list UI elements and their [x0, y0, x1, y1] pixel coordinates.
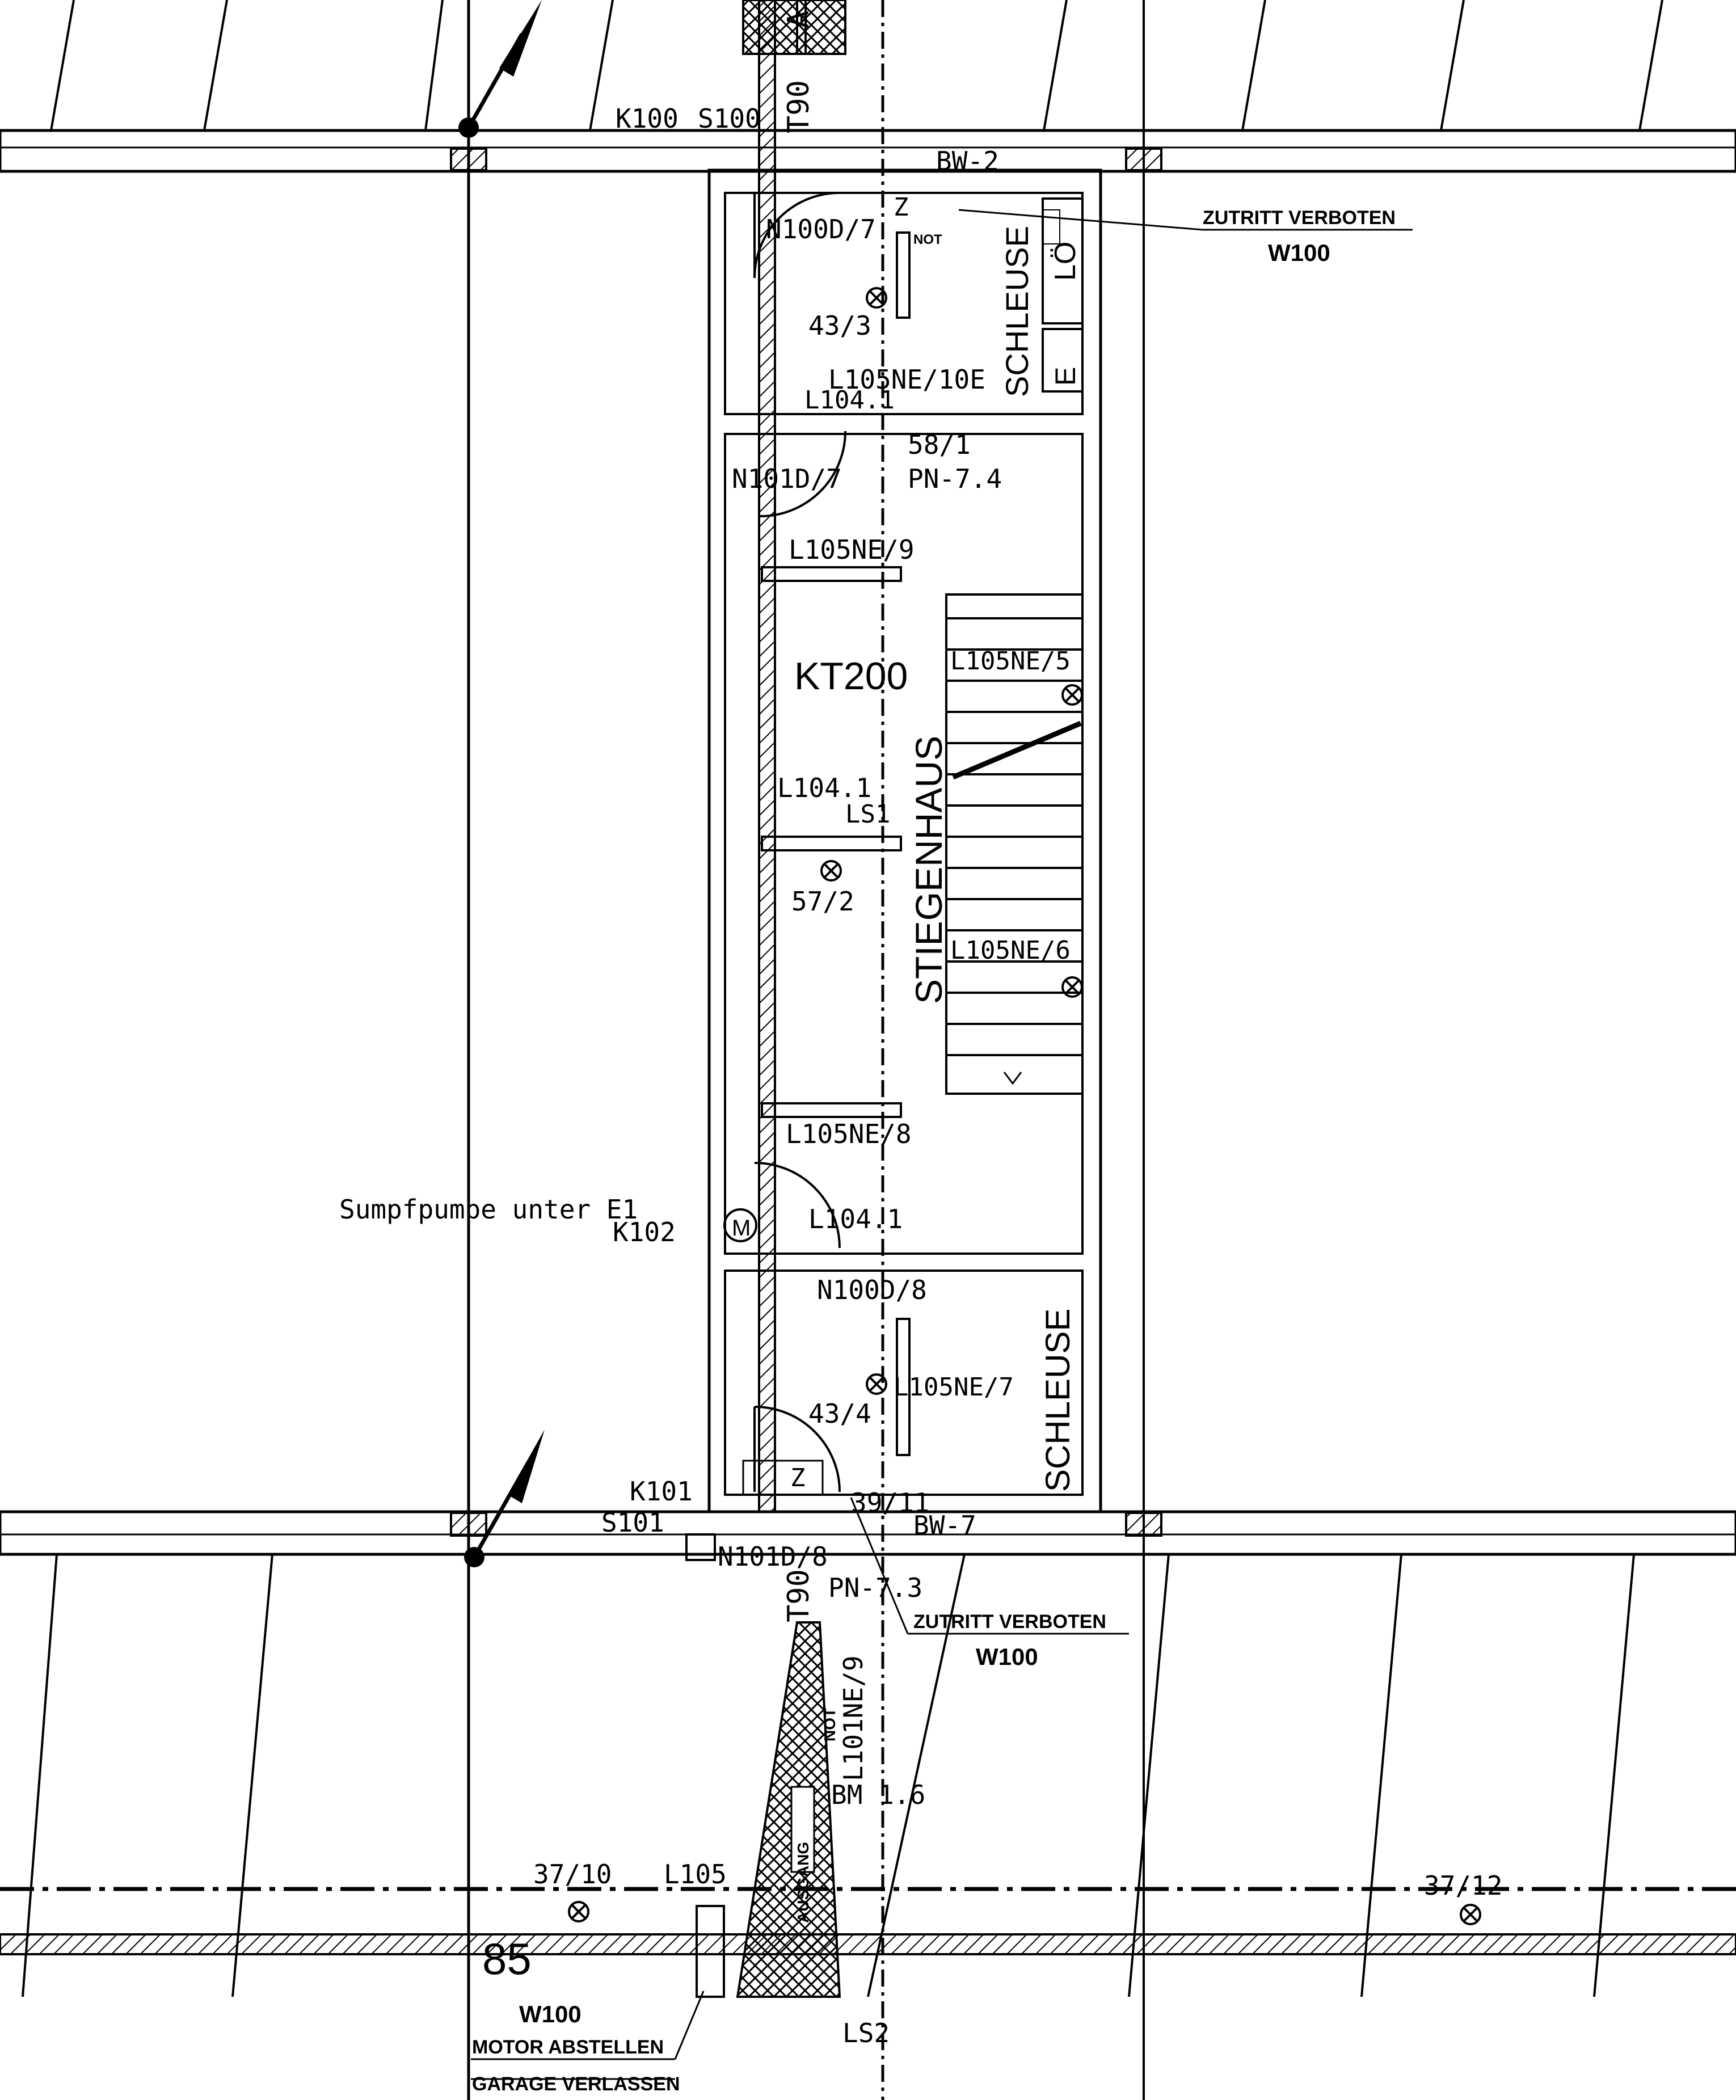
- label-85: 85: [482, 1934, 532, 1984]
- label-schleuse-bottom: SCHLEUSE: [1039, 1309, 1077, 1492]
- label-l105: L105: [664, 1859, 727, 1890]
- label-e-box: E: [1050, 367, 1081, 386]
- warning-sign-top: ZUTRITT VERBOTEN W100: [1203, 207, 1396, 266]
- lower-bay-hatching: [22, 1554, 1635, 1997]
- label-ls1: LS1: [845, 800, 890, 829]
- fixtures: [685, 197, 1084, 1998]
- label-l105ne8: L105NE/8: [786, 1119, 912, 1149]
- label-k100: K100: [616, 103, 679, 134]
- label-l101ne9: L101NE/9: [838, 1655, 869, 1781]
- label-sumpfpumpe: Sumpfpumpe unter E1: [339, 1194, 638, 1225]
- label-k102: K102: [613, 1217, 676, 1247]
- label-pn74: PN-7.4: [908, 463, 1002, 494]
- label-z-top: Z: [894, 193, 909, 222]
- upper-bay-hatching: [50, 0, 1663, 131]
- label-l104-1-mid: L104.1: [777, 773, 871, 803]
- bottom-band: [0, 1887, 1736, 1955]
- label-l105ne5: L105NE/5: [950, 647, 1071, 676]
- label-k101: K101: [630, 1476, 693, 1507]
- label-t90-top: T90: [782, 80, 816, 133]
- label-57-2: 57/2: [791, 886, 854, 917]
- label-bw7: BW-7: [913, 1510, 976, 1541]
- label-43-3: 43/3: [808, 310, 871, 341]
- label-schleuse-top: SCHLEUSE: [999, 226, 1035, 397]
- label-43-4: 43/4: [808, 1398, 871, 1429]
- doors: [742, 192, 846, 1496]
- label-lo: LÖ: [1049, 242, 1082, 281]
- upper-beam: [0, 129, 1736, 173]
- label-bw2: BW-2: [936, 146, 999, 176]
- staircase: [945, 593, 1084, 1095]
- label-58-1: 58/1: [908, 429, 971, 460]
- label-n100d7: N100D/7: [766, 214, 876, 244]
- label-n101d8: N101D/8: [718, 1541, 828, 1572]
- label-w100-bottom: W100: [519, 2001, 582, 2027]
- label-l104-1-top: L104.1: [804, 386, 895, 415]
- sign-title: ZUTRITT VERBOTEN: [913, 1611, 1106, 1633]
- label-motor-abstellen: MOTOR ABSTELLEN: [472, 2036, 664, 2058]
- label-ls2: LS2: [842, 2018, 890, 2048]
- label-n100d8: N100D/8: [817, 1275, 927, 1305]
- lamp-symbols: [568, 287, 1481, 1925]
- label-l105ne10e: L105NE/10E: [828, 364, 985, 395]
- warning-sign-bottom: ZUTRITT VERBOTEN W100: [913, 1611, 1106, 1670]
- grid-lines: [467, 0, 1145, 2100]
- label-l105ne9: L105NE/9: [789, 534, 915, 565]
- sign-code: W100: [976, 1643, 1038, 1670]
- label-n101d7: N101D/7: [732, 463, 842, 494]
- label-m-pump: M: [732, 1216, 751, 1241]
- label-bm16: BM 1.6: [831, 1779, 925, 1810]
- label-l105ne6: L105NE/6: [950, 936, 1071, 965]
- label-l105ne7: L105NE/7: [894, 1373, 1014, 1402]
- label-pn73: PN-7.3: [828, 1572, 922, 1603]
- label-a-top: A: [782, 11, 816, 28]
- label-ausgang: AUSGANG: [794, 1842, 812, 1923]
- lower-beam: [0, 1510, 1736, 1556]
- stair-core: [707, 0, 1102, 1513]
- label-kt200: KT200: [794, 655, 908, 698]
- label-39-11: 39/11: [851, 1487, 929, 1518]
- label-37-10: 37/10: [533, 1859, 612, 1890]
- label-l104-1-low: L104.1: [808, 1204, 903, 1234]
- label-t90-bottom: T90: [782, 1569, 816, 1622]
- label-stiegenhaus: STIEGENHAUS: [908, 736, 950, 1004]
- label-not-1: NOT: [913, 232, 942, 247]
- label-not-vertical: NOT: [821, 1708, 838, 1741]
- label-s100: S100: [698, 103, 761, 134]
- grid-arrows: [458, 0, 545, 1567]
- sign-title: ZUTRITT VERBOTEN: [1203, 207, 1396, 229]
- sign-code: W100: [1268, 239, 1330, 266]
- label-garage-verlassen: GARAGE VERLASSEN: [472, 2073, 680, 2095]
- label-37-12: 37/12: [1424, 1870, 1502, 1901]
- label-z-bottom: Z: [790, 1464, 806, 1492]
- exit-pylon: [736, 1621, 841, 1998]
- sign-leaders: [471, 209, 1413, 2080]
- label-s101: S101: [601, 1507, 664, 1538]
